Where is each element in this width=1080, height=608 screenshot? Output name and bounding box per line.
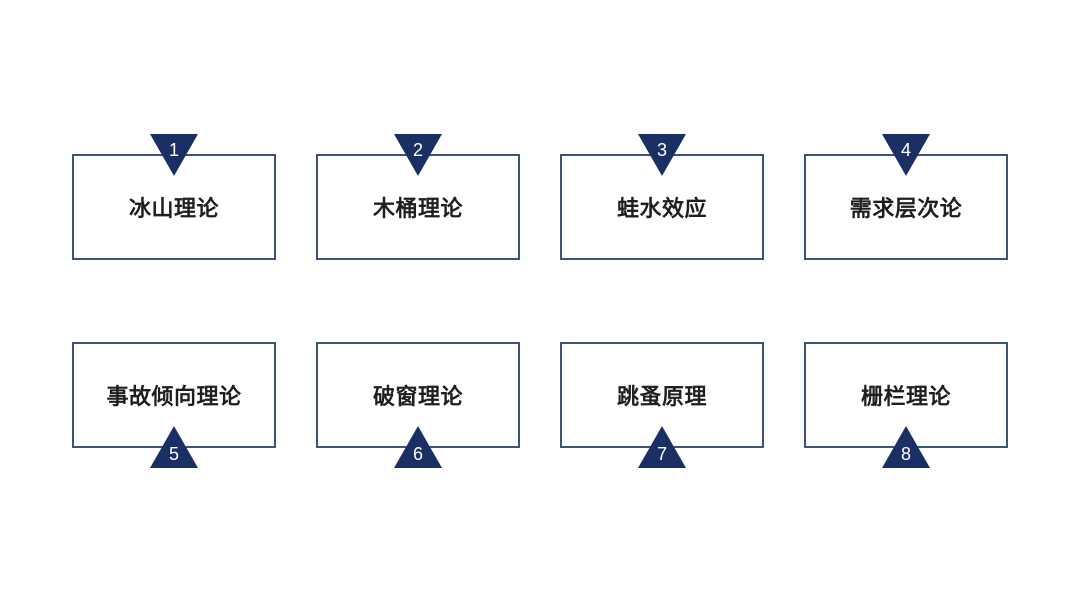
number-triangle-badge: 2 <box>394 134 442 176</box>
theory-card-4: 需求层次论 4 <box>804 134 1008 260</box>
triangle-up-icon <box>150 426 198 468</box>
triangle-up-icon <box>882 426 930 468</box>
theory-number: 6 <box>412 444 423 464</box>
number-triangle-badge: 7 <box>638 426 686 468</box>
theory-label: 需求层次论 <box>849 197 963 222</box>
theory-label: 跳蚤原理 <box>616 385 707 410</box>
theory-number: 1 <box>168 140 179 160</box>
theory-number: 5 <box>168 444 179 464</box>
triangle-down-icon <box>638 134 686 176</box>
theory-label: 破窗理论 <box>372 385 463 410</box>
number-triangle-badge: 8 <box>882 426 930 468</box>
theory-card-2: 木桶理论 2 <box>316 134 520 260</box>
theory-box: 事故倾向理论 <box>72 342 276 448</box>
theory-number: 3 <box>656 140 667 160</box>
theory-card-8: 栅栏理论 8 <box>804 342 1008 468</box>
theory-card-6: 破窗理论 6 <box>316 342 520 468</box>
number-triangle-badge: 1 <box>150 134 198 176</box>
theory-label: 冰山理论 <box>128 197 219 222</box>
theory-box: 木桶理论 <box>316 154 520 260</box>
theory-card-1: 冰山理论 1 <box>72 134 276 260</box>
theory-number: 7 <box>656 444 667 464</box>
theory-number: 2 <box>412 140 423 160</box>
triangle-down-icon <box>394 134 442 176</box>
theory-card-3: 蛙水效应 3 <box>560 134 764 260</box>
number-triangle-badge: 6 <box>394 426 442 468</box>
theory-label: 栅栏理论 <box>860 385 951 410</box>
number-triangle-badge: 3 <box>638 134 686 176</box>
number-triangle-badge: 5 <box>150 426 198 468</box>
triangle-up-icon <box>638 426 686 468</box>
theory-label: 事故倾向理论 <box>106 385 242 410</box>
theory-number: 8 <box>900 444 911 464</box>
theory-card-5: 事故倾向理论 5 <box>72 342 276 468</box>
theory-card-7: 跳蚤原理 7 <box>560 342 764 468</box>
number-triangle-badge: 4 <box>882 134 930 176</box>
triangle-up-icon <box>394 426 442 468</box>
theory-label: 木桶理论 <box>372 197 463 222</box>
theory-label: 蛙水效应 <box>616 197 707 222</box>
theory-number: 4 <box>900 140 911 160</box>
triangle-down-icon <box>882 134 930 176</box>
triangle-down-icon <box>150 134 198 176</box>
